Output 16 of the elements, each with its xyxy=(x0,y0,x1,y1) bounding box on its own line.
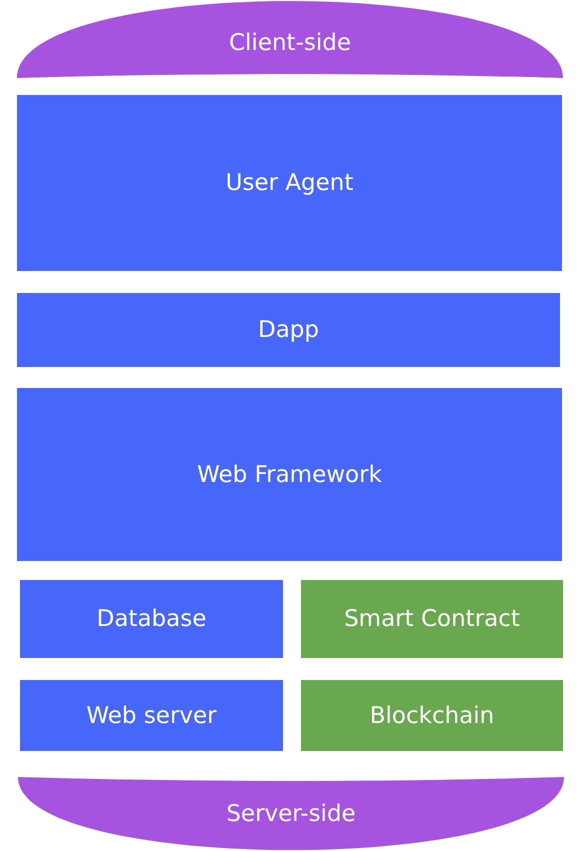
layer-label: Dapp xyxy=(258,317,319,343)
layer-label: Blockchain xyxy=(370,702,494,728)
layer-label: User Agent xyxy=(226,170,354,196)
layer-label: Smart Contract xyxy=(344,606,520,632)
layer-box xyxy=(20,580,283,658)
layer-box xyxy=(20,680,283,751)
layer-label: Server-side xyxy=(226,800,356,827)
layer-label: Web Framework xyxy=(197,462,382,488)
layer-label: Client-side xyxy=(228,29,351,56)
layer-box xyxy=(301,680,563,751)
layer-label: Database xyxy=(96,606,206,632)
layer-box xyxy=(17,293,560,367)
layer-label: Web server xyxy=(86,702,217,728)
layer-box xyxy=(17,95,562,271)
layer-box xyxy=(301,580,563,658)
layer-box xyxy=(17,388,562,561)
